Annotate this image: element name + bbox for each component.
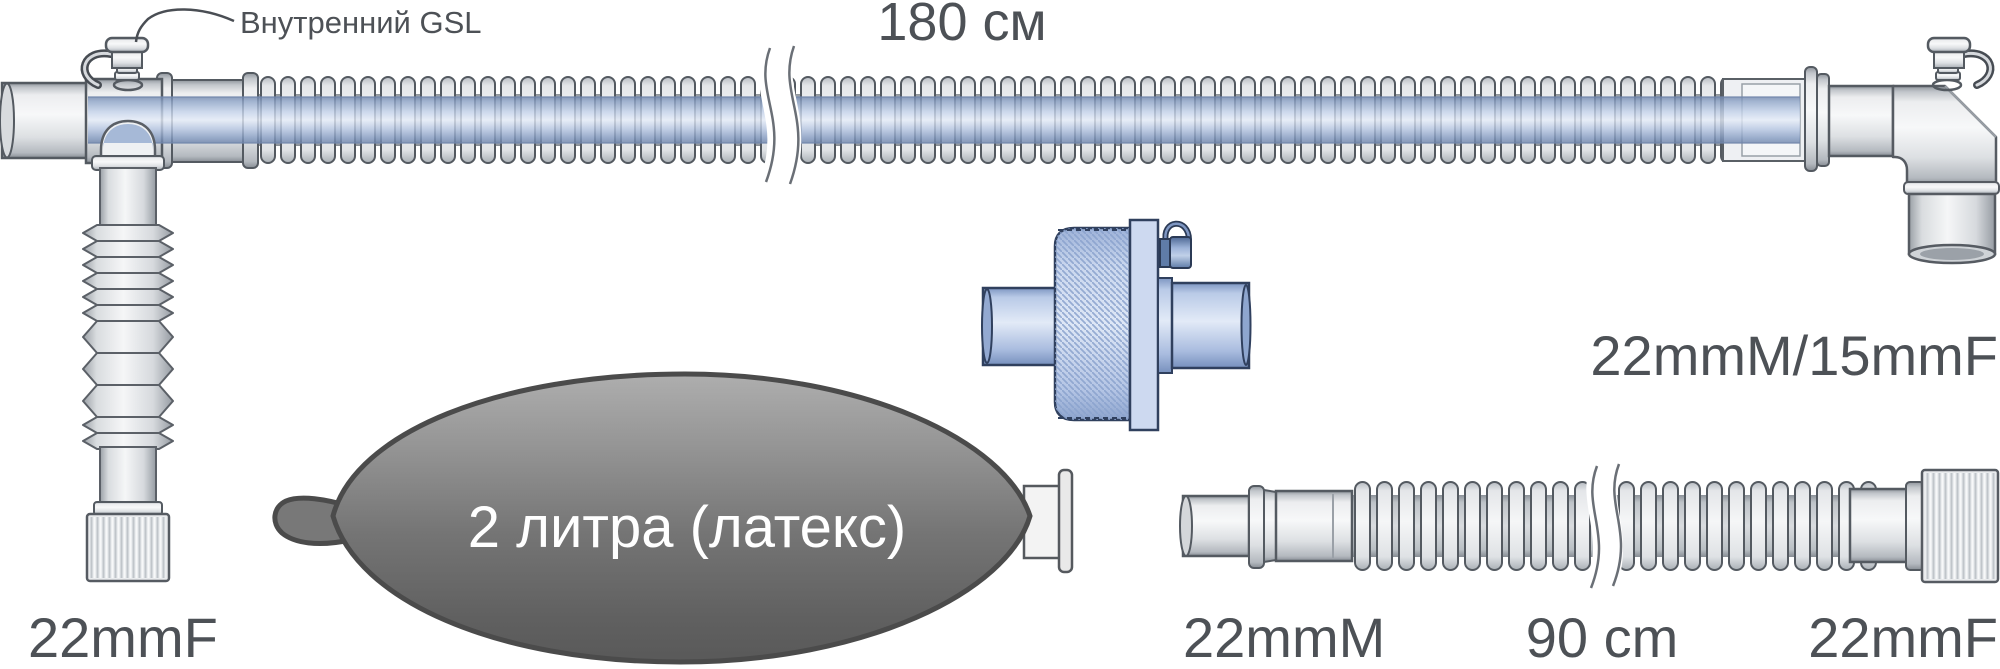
adapter-barrel — [1827, 84, 1895, 158]
right-flange2 — [1816, 73, 1830, 167]
short-hose-flange — [1248, 485, 1265, 569]
bag-neck-disc — [1057, 468, 1074, 574]
right-flange — [1804, 66, 1818, 172]
elbow-connector — [1891, 84, 2000, 265]
gsl-right-cap-top — [1926, 36, 1972, 54]
filter-disc — [1128, 218, 1160, 432]
short-hose-break-line-left — [1589, 465, 1601, 589]
label-limb-connector: 22mmF — [28, 606, 218, 669]
corrugated-extension-hose — [1179, 456, 2000, 598]
limb-cuff-ribs — [90, 517, 166, 578]
label-main-tube-length: 180 см — [877, 0, 1046, 52]
gsl-port-cap-left — [80, 36, 150, 92]
gsl-right-tether-highlight — [1962, 51, 1992, 87]
elbow-chamfer — [1944, 85, 1997, 138]
hme-filter — [981, 218, 1252, 432]
limb-pleat — [82, 272, 174, 290]
short-hose-taper — [1263, 488, 1277, 564]
label-patient-connector: 22mmM/15mmF — [1590, 324, 1998, 387]
limb-pleat — [82, 224, 174, 242]
filter-cap-stem — [1159, 238, 1171, 268]
main-coaxial-tube — [0, 36, 2000, 265]
filter-body-ribs — [1055, 228, 1130, 420]
limb-pleat — [82, 304, 174, 322]
limb-pleat — [82, 432, 174, 450]
short-hose-cuff-ribs — [1925, 473, 1995, 579]
bag-body — [330, 371, 1033, 665]
tube-break-line-left — [764, 47, 776, 183]
filter-cap-body — [1169, 236, 1192, 269]
t-piece-open-end — [0, 82, 15, 159]
label-short-hose-right: 22mmF — [1808, 606, 1998, 669]
limb-upper-smooth — [99, 167, 157, 229]
filter-cap-ring-highlight — [1164, 222, 1191, 244]
short-hose-right-barrel — [1848, 487, 1912, 564]
bag-volume-label: 2 литра (латекс) — [468, 495, 906, 560]
label-short-hose-length: 90 cm — [1526, 606, 1679, 669]
labels: Внутренний GSL 180 см 22mmM/15mmF 22mmF … — [28, 0, 1998, 669]
inner-tube-dome-blue — [103, 124, 153, 150]
short-hose-break-line-right — [1611, 463, 1623, 587]
filter-left-port — [981, 286, 1059, 367]
elbow-collar — [1903, 181, 2000, 195]
inner-blue-tube — [88, 97, 1800, 143]
limb-pleat — [82, 416, 174, 434]
limb-pleat — [82, 288, 174, 306]
short-hose-male-tip — [1181, 494, 1251, 558]
filter-luer-cap — [1159, 220, 1192, 269]
filter-hub — [1157, 277, 1173, 374]
limb-pleat-stretched — [82, 384, 174, 418]
filter-right-port — [1170, 281, 1251, 370]
label-short-hose-left: 22mmM — [1183, 606, 1385, 669]
gsl-leader-line — [134, 8, 235, 43]
gsl-left-tether-highlight — [83, 51, 113, 87]
elbow-body — [1891, 84, 1998, 187]
limb-pleat-stretched — [82, 352, 174, 386]
label-inner-gsl: Внутренний GSL — [240, 5, 482, 40]
elbow-open-end-bore — [1920, 248, 1984, 260]
latex-breathing-bag: 2 литра (латекс) — [272, 371, 1074, 665]
short-hose-male-open-end — [1179, 495, 1193, 557]
tube-break-gap — [758, 38, 802, 192]
gsl-port-cap-right — [1926, 36, 1995, 92]
short-hose-break-gap — [1585, 456, 1623, 598]
gsl-left-cap-top — [104, 36, 150, 54]
filter-right-open-end — [1240, 284, 1252, 366]
limb-pleat-stretched — [82, 320, 174, 354]
filter-left-open-end — [981, 288, 993, 364]
limb-lower-smooth — [99, 446, 157, 506]
short-hose-left-barrel — [1274, 489, 1354, 563]
tube-break-line-right — [788, 45, 800, 185]
limb-pleat — [82, 256, 174, 274]
expandable-limb — [82, 155, 174, 583]
limb-pleat — [82, 240, 174, 258]
